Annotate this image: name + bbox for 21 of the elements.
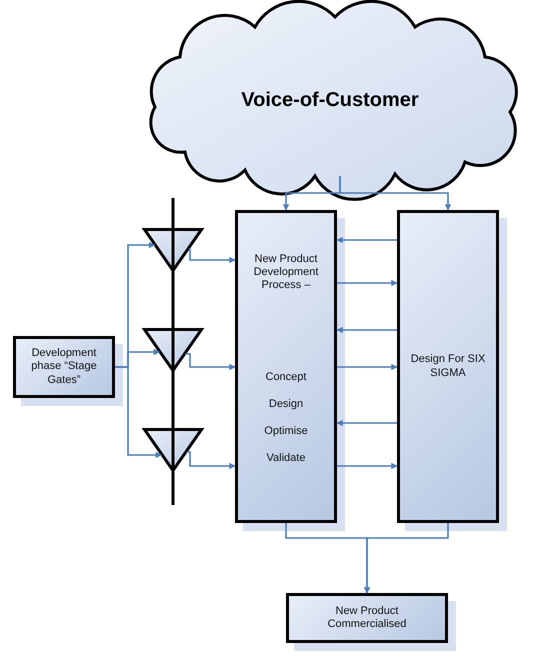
arrow bbox=[339, 176, 452, 211]
phase-label: Validate bbox=[266, 452, 306, 466]
arrow bbox=[336, 326, 397, 334]
cloud-title: Voice-of-Customer bbox=[241, 88, 419, 112]
box-label: Design For SIX SIGMA bbox=[410, 353, 486, 380]
arrow bbox=[337, 280, 398, 286]
phase-label: Optimise bbox=[264, 424, 308, 438]
arrow bbox=[336, 420, 397, 426]
box-label: New Product Commercialised bbox=[326, 604, 408, 632]
arrow bbox=[186, 451, 236, 470]
box-heading: New Product Development Process – bbox=[252, 253, 320, 293]
arrow bbox=[188, 248, 236, 264]
arrow bbox=[364, 523, 449, 594]
arrow bbox=[336, 236, 397, 244]
phase-label: Design bbox=[268, 398, 304, 411]
box-label: Development phase “Stage Gates” bbox=[30, 347, 98, 387]
arrow bbox=[337, 364, 398, 370]
arrow bbox=[115, 366, 162, 458]
phase-label: Concept bbox=[266, 370, 306, 384]
arrow bbox=[337, 462, 398, 470]
arrow bbox=[185, 353, 236, 370]
